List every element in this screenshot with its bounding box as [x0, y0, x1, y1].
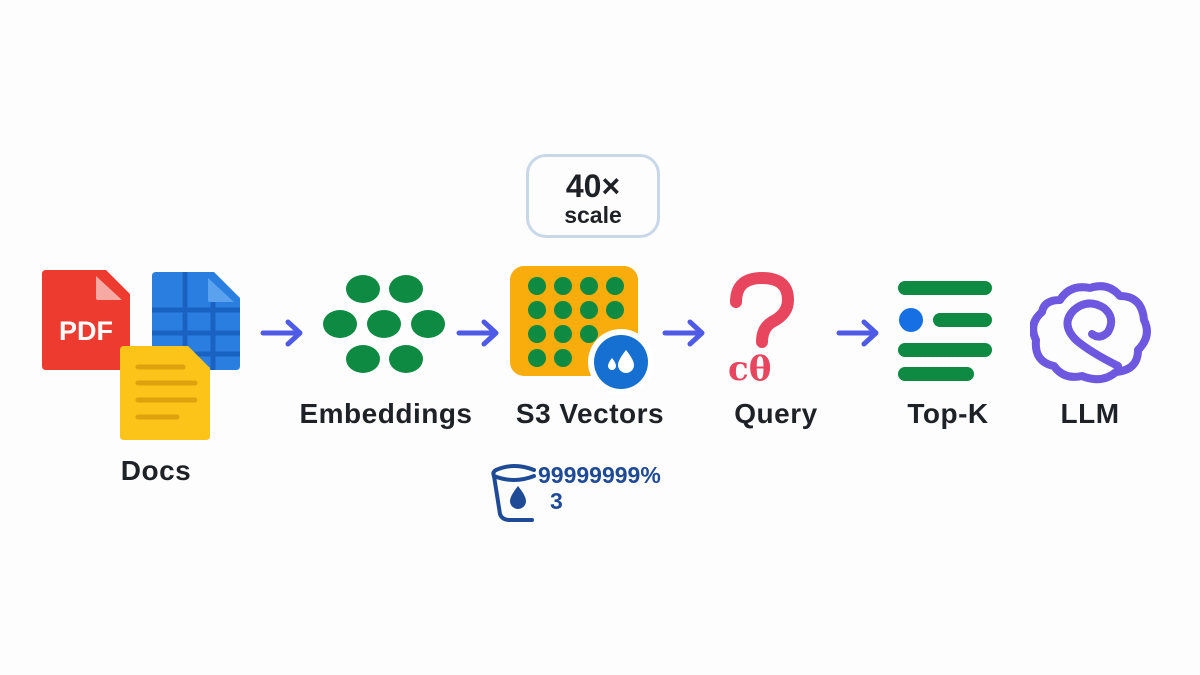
- step-label-top-k: Top-K: [907, 398, 989, 429]
- step-label-docs: Docs: [120, 455, 192, 486]
- query-glyph: cθ: [728, 349, 771, 384]
- note-lines: [135, 364, 198, 420]
- arrow-right-icon: [260, 319, 303, 347]
- scale-value: 40×: [565, 168, 621, 204]
- llm-swirl-icon: [1030, 282, 1151, 384]
- step-label-embeddings: Embeddings: [299, 398, 473, 429]
- spreadsheet-fold: [208, 278, 234, 302]
- step-label-llm: LLM: [1060, 398, 1120, 429]
- durability-text: 99999999% 3: [538, 462, 661, 514]
- durability-suffix: 3: [550, 488, 563, 514]
- arrow-right-icon: [662, 319, 705, 347]
- durability-value: 99999999%: [538, 462, 661, 488]
- note-document-shape: [120, 346, 210, 440]
- top-result-dot: [899, 308, 923, 332]
- step-label-query: Query: [734, 398, 818, 429]
- bucket-icon: [491, 464, 536, 522]
- vector-grid-icon: [510, 266, 654, 394]
- ranked-list-icon: [898, 281, 992, 381]
- question-mark-icon: cθ: [728, 272, 795, 384]
- step-label-s3-vectors: S3 Vectors: [515, 398, 665, 429]
- dots-cluster-icon: [323, 275, 445, 373]
- arrow-right-icon: [836, 319, 879, 347]
- scale-badge: 40× scale: [526, 154, 660, 238]
- scale-label: scale: [564, 202, 622, 228]
- documents-icon: PDF: [42, 270, 240, 440]
- pdf-label: PDF: [59, 316, 113, 346]
- arrow-right-icon: [456, 319, 499, 347]
- pdf-fold: [96, 276, 122, 300]
